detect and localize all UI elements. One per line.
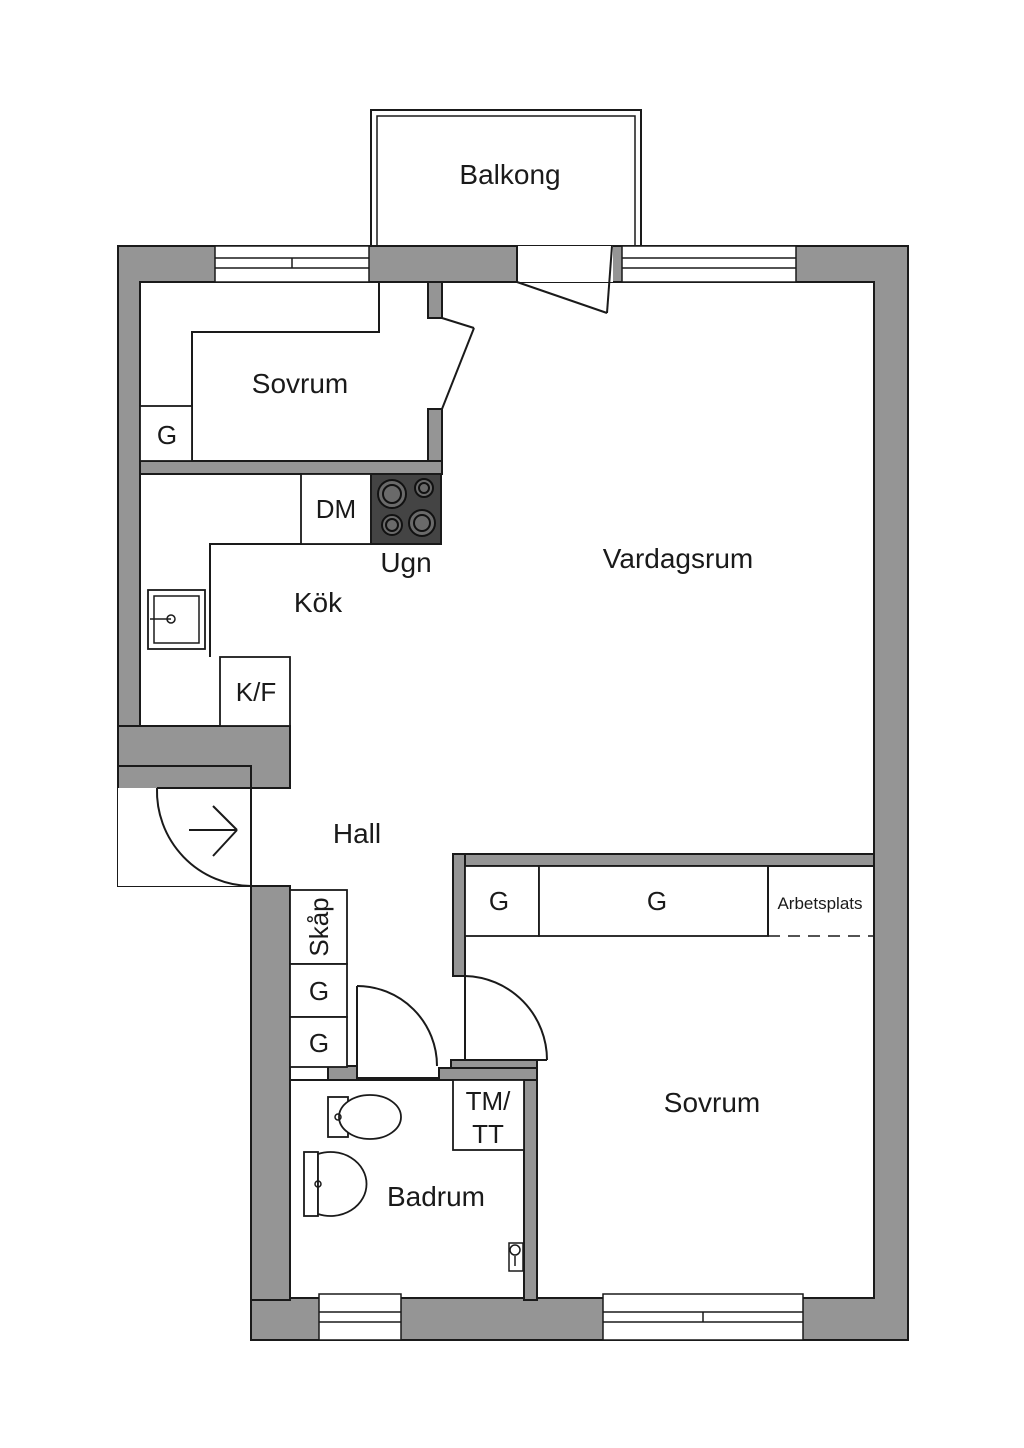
windows — [214, 245, 804, 1341]
label-skap: Skåp — [304, 897, 334, 956]
label-diskmaskin: DM — [316, 494, 356, 524]
bathroom-fixtures — [303, 1079, 525, 1272]
balcony-door — [516, 245, 622, 314]
label-badrum: Badrum — [387, 1181, 485, 1212]
label-garderob-bedroom-1: G — [489, 886, 509, 916]
label-garderob-bedroom-2: G — [647, 886, 667, 916]
label-tvatt-line1: TM/ — [466, 1086, 512, 1116]
window-bottom-bedroom — [602, 1293, 804, 1341]
label-ugn: Ugn — [380, 547, 431, 578]
hall-storage — [289, 889, 348, 1068]
label-garderob-hall-1: G — [309, 976, 329, 1006]
top-bedroom-outline — [139, 282, 475, 462]
shower-tap-icon — [508, 1242, 524, 1272]
labels: Balkong Sovrum Vardagsrum Kök Hall Badru… — [157, 159, 863, 1212]
kitchen-counters — [147, 473, 372, 727]
label-arbetsplats: Arbetsplats — [777, 894, 862, 913]
bedroom-door — [453, 975, 548, 1061]
hob — [370, 473, 442, 545]
window-top-left — [214, 245, 370, 283]
label-kyl-frys: K/F — [236, 677, 276, 707]
entrance-arrow-icon — [189, 805, 238, 857]
label-garderob-top: G — [157, 420, 177, 450]
label-sovrum-top: Sovrum — [252, 368, 348, 399]
bedroom-wardrobes — [464, 865, 874, 937]
label-tvatt-line2: TT — [472, 1119, 504, 1149]
interior-walls — [117, 281, 875, 1301]
window-top-right — [621, 245, 797, 283]
bathroom-door — [356, 985, 438, 1067]
balcony — [370, 109, 642, 248]
label-balkong: Balkong — [459, 159, 560, 190]
window-bath — [318, 1293, 402, 1341]
entrance-door — [118, 787, 252, 887]
label-sovrum-bottom: Sovrum — [664, 1087, 760, 1118]
label-hall: Hall — [333, 818, 381, 849]
label-kok: Kök — [294, 587, 343, 618]
label-garderob-hall-2: G — [309, 1028, 329, 1058]
sink-icon — [303, 1151, 368, 1217]
label-vardagsrum: Vardagsrum — [603, 543, 753, 574]
toilet-icon — [327, 1094, 402, 1140]
